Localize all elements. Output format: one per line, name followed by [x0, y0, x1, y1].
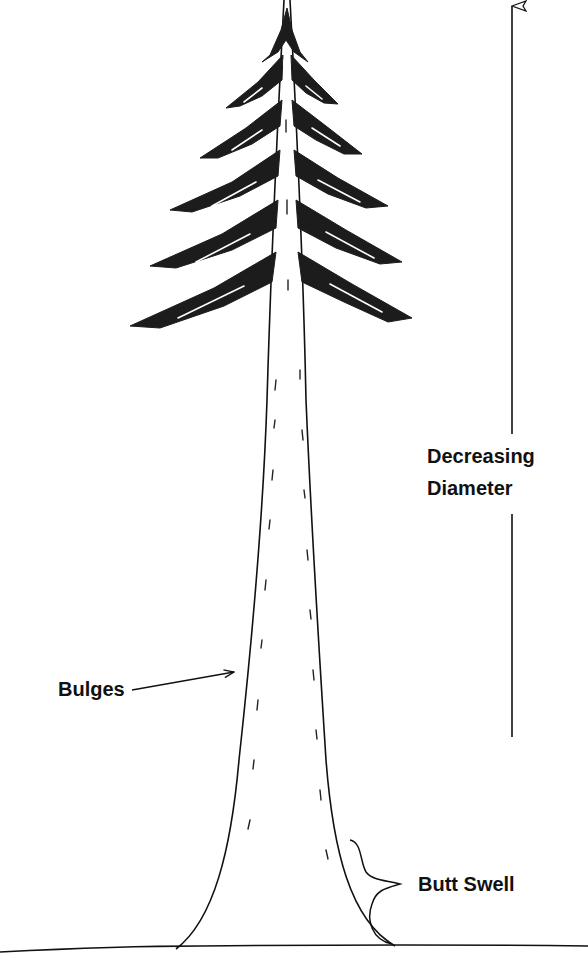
trunk: [176, 0, 395, 949]
direction-arrow: [511, 514, 513, 737]
callout-label: Bulges: [58, 673, 168, 705]
ground-line: [0, 945, 588, 952]
callout-label: Butt Swell: [418, 868, 578, 900]
direction-arrow: [511, 6, 513, 434]
axis-label: Decreasing Diameter: [427, 440, 549, 504]
curly-bracket: [350, 840, 400, 944]
leader-line: [132, 672, 234, 690]
crown-foliage: [130, 8, 412, 328]
crown-highlights: [178, 60, 382, 318]
